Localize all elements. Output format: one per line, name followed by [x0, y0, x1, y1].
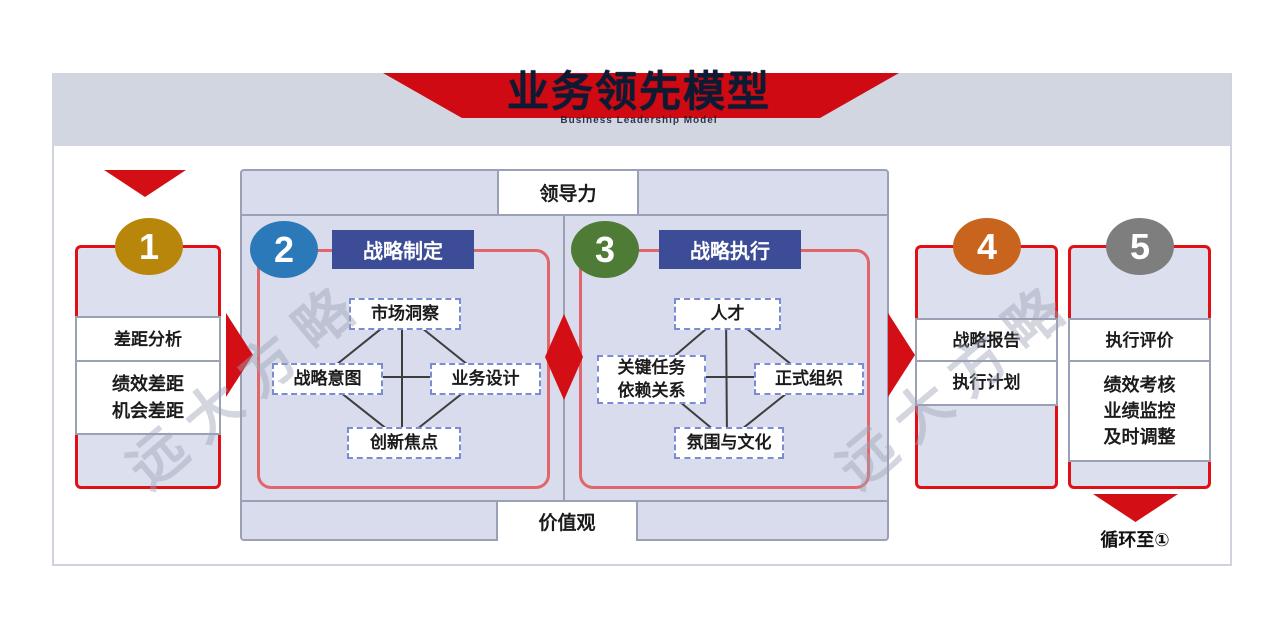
framework-container: 领导力 价值观 2 战略制定 市场洞察 战略意图 业务设计 创新焦点 3 战略执… — [240, 169, 889, 541]
step1-number-badge: 1 — [115, 218, 183, 275]
strategic-intent-node: 战略意图 — [272, 363, 383, 395]
market-insight-node: 市场洞察 — [349, 298, 461, 330]
business-design-node: 业务设计 — [430, 363, 541, 395]
step4-number: 4 — [976, 225, 998, 267]
step1-gap-analysis-column: 1 差距分析 绩效差距 机会差距 — [75, 218, 221, 489]
formal-organization-node: 正式组织 — [754, 363, 864, 395]
step1-number: 1 — [138, 225, 160, 267]
step1-detail-box: 绩效差距 机会差距 — [75, 360, 221, 435]
step2-number-badge: 2 — [250, 221, 318, 278]
step5-number-badge: 5 — [1106, 218, 1174, 275]
page-subtitle-text: Business Leadership Model — [560, 115, 718, 127]
step3-number: 3 — [594, 228, 616, 270]
strategy-formulation-label: 战略制定 — [332, 230, 474, 269]
page-title-text: 业务领先模型 — [506, 68, 771, 115]
strategy-execution-label: 战略执行 — [659, 230, 801, 269]
step5-execution-review-column: 5 执行评价 绩效考核 业绩监控 及时调整 — [1068, 218, 1211, 489]
key-tasks-node: 关键任务 依赖关系 — [597, 355, 706, 404]
step5-number: 5 — [1129, 225, 1151, 267]
step1-title-box: 差距分析 — [75, 316, 221, 364]
step3-number-badge: 3 — [571, 221, 639, 278]
leadership-box: 领导力 — [497, 171, 639, 216]
step4-number-badge: 4 — [953, 218, 1021, 275]
loop-label: 循环至① — [1100, 530, 1170, 550]
banner-ribbon-shape — [383, 73, 899, 118]
step4-box1: 战略报告 — [915, 318, 1058, 364]
step5-box1: 执行评价 — [1068, 318, 1211, 364]
step4-box2: 执行计划 — [915, 360, 1058, 406]
talent-node: 人才 — [674, 298, 781, 330]
page-title: 业务领先模型 Business Leadership Model — [459, 68, 819, 127]
step2-number: 2 — [273, 228, 295, 270]
innovation-focus-node: 创新焦点 — [347, 427, 461, 459]
values-box: 价值观 — [496, 500, 638, 541]
climate-culture-node: 氛围与文化 — [674, 427, 784, 459]
step5-box2: 绩效考核 业绩监控 及时调整 — [1068, 360, 1211, 462]
step4-strategy-report-column: 4 战略报告 执行计划 — [915, 218, 1058, 489]
